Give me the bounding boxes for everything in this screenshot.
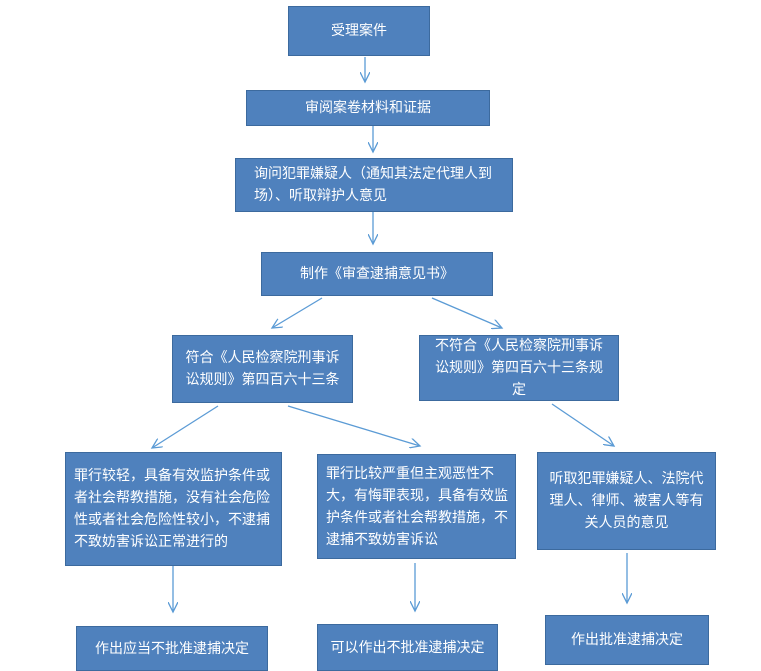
arrow-not-conforms-to-hear (551, 403, 614, 446)
arrow-opinion-to-not-conforms (431, 297, 502, 328)
arrow-conforms-to-minor (152, 405, 219, 448)
node-conforms-label: 符合《人民检察院刑事诉讼规则》第四百六十三条 (185, 350, 340, 388)
node-may-not-approve: 可以作出不批准逮捕决定 (317, 624, 498, 671)
node-make-opinion-label: 制作《审查逮捕意见书》 (300, 266, 454, 282)
node-review-materials-label: 审阅案卷材料和证据 (305, 100, 431, 116)
node-serious-crime: 罪行比较严重但主观恶性不大，有悔罪表现，具备有效监护条件或者社会帮教措施，不逮捕… (317, 454, 516, 559)
node-minor-crime: 罪行较轻，具备有效监护条件或者社会帮教措施，没有社会危险性或者社会危险性较小，不… (65, 452, 282, 566)
node-should-not-approve: 作出应当不批准逮捕决定 (76, 626, 268, 671)
node-approve-label: 作出批准逮捕决定 (571, 632, 683, 648)
node-hear-opinions-label: 听取犯罪嫌疑人、法院代理人、律师、被害人等有关人员的意见 (549, 471, 704, 531)
node-accept-case: 受理案件 (288, 6, 430, 56)
arrow-opinion-to-conforms (272, 297, 323, 328)
node-not-conforms-label: 不符合《人民检察院刑事诉讼规则》第四百六十三条规定 (435, 338, 603, 398)
node-hear-opinions: 听取犯罪嫌疑人、法院代理人、律师、被害人等有关人员的意见 (537, 452, 716, 550)
node-not-conforms: 不符合《人民检察院刑事诉讼规则》第四百六十三条规定 (419, 335, 619, 401)
node-make-opinion: 制作《审查逮捕意见书》 (261, 252, 493, 296)
node-review-materials: 审阅案卷材料和证据 (246, 90, 490, 126)
node-conforms: 符合《人民检察院刑事诉讼规则》第四百六十三条 (172, 335, 353, 403)
node-should-not-approve-label: 作出应当不批准逮捕决定 (95, 640, 249, 657)
node-interrogate-label: 询问犯罪嫌疑人（通知其法定代理人到场）、听取辩护人意见 (254, 166, 492, 204)
node-accept-case-label: 受理案件 (331, 23, 387, 39)
arrow-conforms-to-serious (287, 405, 420, 446)
node-may-not-approve-label: 可以作出不批准逮捕决定 (330, 639, 485, 656)
node-minor-crime-label: 罪行较轻，具备有效监护条件或者社会帮教措施，没有社会危险性或者社会危险性较小，不… (74, 468, 270, 550)
node-serious-crime-label: 罪行比较严重但主观恶性不大，有悔罪表现，具备有效监护条件或者社会帮教措施，不逮捕… (326, 465, 508, 548)
node-interrogate: 询问犯罪嫌疑人（通知其法定代理人到场）、听取辩护人意见 (235, 158, 513, 212)
node-approve: 作出批准逮捕决定 (545, 615, 709, 665)
